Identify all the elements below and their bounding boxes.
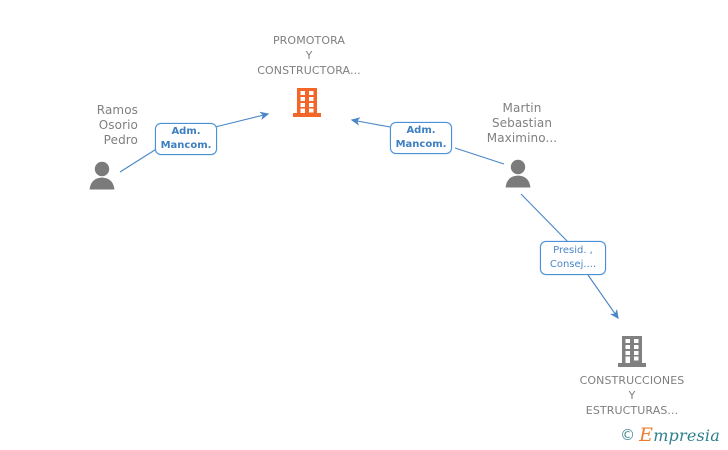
node-label-construcciones-y-estructuras: CONSTRUCCIONES Y ESTRUCTURAS... [579,374,685,417]
edge-ramos-to-adm-box [119,147,159,173]
edge-presid-box-to-construcciones [587,274,619,320]
brand-wordmark: Empresia [639,424,720,446]
person-icon-martin-sebastian-maximino[interactable] [502,158,534,194]
node-label-ramos-osorio-pedro: Ramos Osorio Pedro [96,103,138,147]
building-icon [618,336,646,367]
edge-adm-box-right-to-promotora [350,117,391,128]
node-label-promotora: PROMOTORA Y CONSTRUCTORA... [257,34,361,77]
watermark-empresia: © Empresia [620,424,720,446]
person-icon [505,159,531,188]
edge-martin-to-adm-box-right [454,147,505,165]
brand-initial: E [639,424,654,446]
copyright-symbol: © [620,426,636,444]
person-icon [89,161,115,190]
node-label-martin-sebastian-maximino: Martin Sebastian Maximino... [486,101,558,145]
person-icon-ramos-osorio-pedro[interactable] [86,160,118,196]
building-icon-construcciones[interactable] [616,334,648,372]
relation-box-adm-mancom-martin[interactable]: Adm. Mancom. [390,122,452,154]
brand-rest: mpresia [653,426,720,445]
relation-box-adm-mancom-ramos[interactable]: Adm. Mancom. [155,123,217,155]
building-icon [293,88,321,117]
edge-martin-to-presid-box [520,193,569,243]
relation-box-presid-consej[interactable]: Presid. , Consej.... [540,241,606,275]
edge-adm-box-to-promotora [214,111,270,128]
building-icon-promotora[interactable] [291,86,323,122]
